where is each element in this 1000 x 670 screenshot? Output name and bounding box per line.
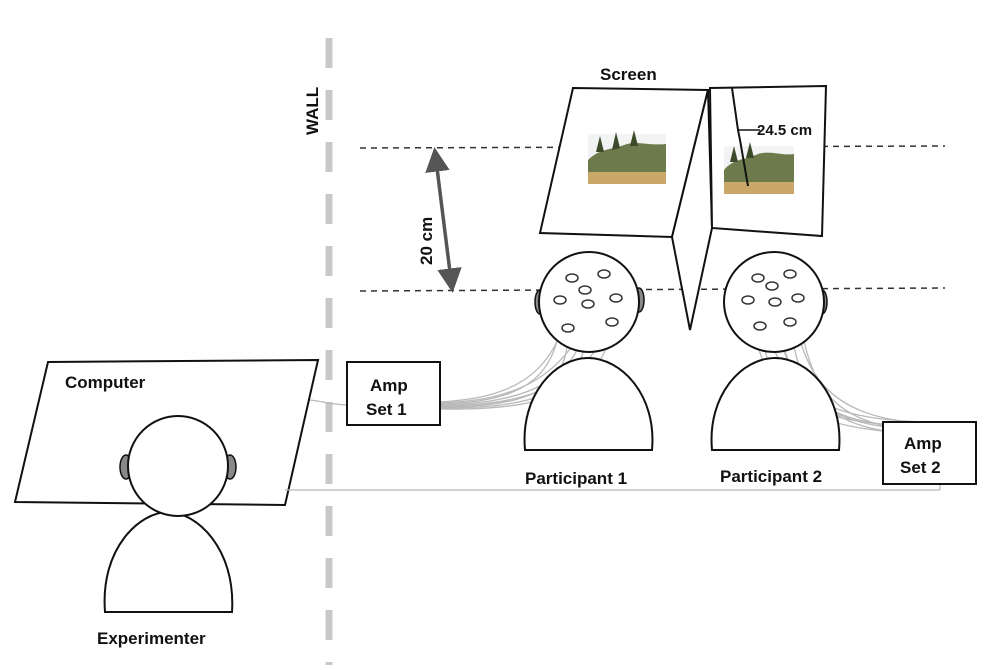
amp-set-2-label-line2: Set 2 [900, 458, 941, 477]
electrode [597, 269, 611, 279]
participant1-label: Participant 1 [525, 469, 627, 488]
amp-set-1: Amp Set 1 [346, 361, 441, 426]
distance-vertical-label: 20 cm [417, 217, 436, 265]
screen: 24.5 cm Screen [538, 65, 828, 331]
screen-label: Screen [600, 65, 657, 84]
electrode [783, 269, 797, 279]
experimenter-body [103, 510, 234, 613]
participant2-electrodes [741, 269, 805, 331]
participant1-body [523, 356, 654, 451]
electrode [753, 321, 767, 331]
screen-image-left [588, 130, 666, 184]
electrode [605, 317, 619, 327]
amp-set-2: Amp Set 2 [882, 421, 977, 485]
gap-distance-label: 24.5 cm [757, 122, 812, 139]
electrode [791, 293, 805, 303]
electrode [751, 273, 765, 283]
participant2-label: Participant 2 [720, 467, 822, 486]
electrode [609, 293, 623, 303]
participant-1: Participant 1 [523, 251, 654, 488]
guide-line-top [359, 145, 946, 149]
amp-set-1-box [346, 361, 441, 426]
electrode [578, 285, 592, 295]
computer-label: Computer [65, 373, 146, 392]
amp-set-2-label-line1: Amp [904, 434, 942, 453]
experimenter: Experimenter [97, 415, 237, 648]
gap-bracket [731, 87, 749, 187]
wall-label: WALL [303, 87, 322, 135]
amp-set-1-label-line1: Amp [370, 376, 408, 395]
participant2-body [710, 356, 841, 451]
distance-arrow [425, 147, 462, 293]
participant1-electrodes [553, 269, 623, 333]
screen-image-right [724, 142, 794, 194]
amp-set-2-box [882, 421, 977, 485]
participant-2: Participant 2 [710, 251, 841, 486]
amp-set-1-label-line2: Set 1 [366, 400, 407, 419]
electrode [741, 295, 755, 305]
experimenter-label: Experimenter [97, 629, 206, 648]
electrode [553, 295, 567, 305]
experimenter-head [127, 415, 229, 517]
computer-amp1-cable [309, 399, 349, 406]
electrode [783, 317, 797, 327]
guide-line-bottom [359, 287, 946, 292]
electrode [581, 299, 595, 309]
electrode [765, 281, 779, 291]
electrode [768, 297, 782, 307]
electrode [565, 273, 579, 283]
electrode [561, 323, 575, 333]
